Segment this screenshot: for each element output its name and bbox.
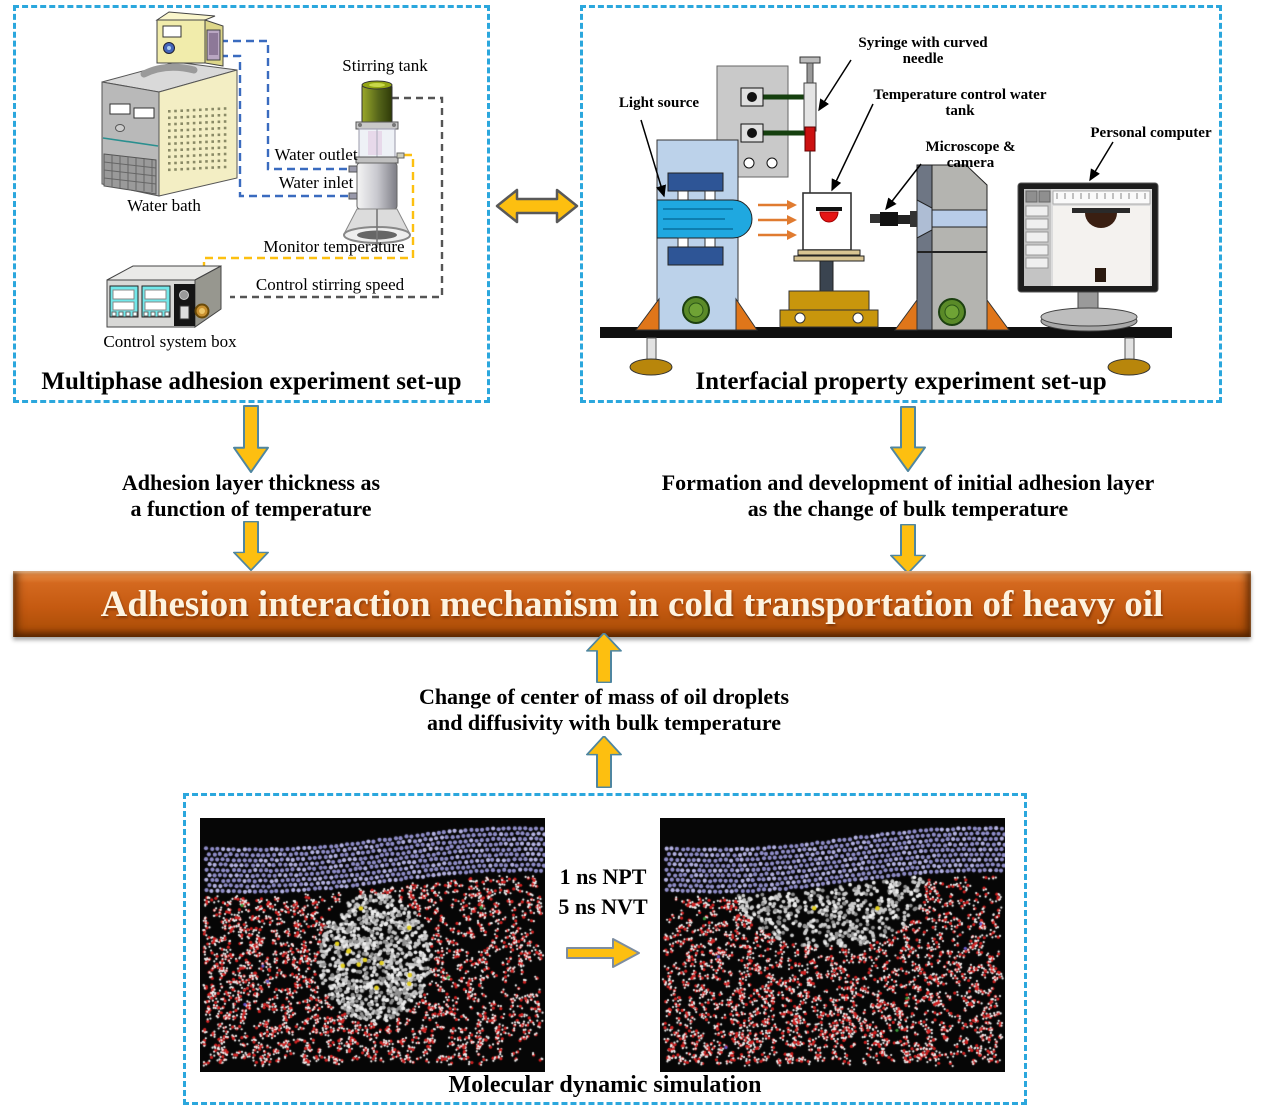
down-arrow-icon (890, 524, 926, 574)
left-outcome-line1: Adhesion layer thickness as (121, 470, 381, 495)
syringe-label: Syringe with curved needle (858, 35, 988, 67)
water-outlet-label: Water outlet (274, 145, 358, 164)
up-arrow-icon (586, 736, 622, 788)
banner-title: Adhesion interaction mechanism in cold t… (100, 583, 1164, 625)
panel-interfacial: Light source Syringe with curved needle … (580, 5, 1222, 403)
control-system-box-label: Control system box (103, 332, 237, 351)
water-inlet-label: Water inlet (278, 173, 354, 192)
table-illustration (600, 327, 1172, 376)
microscope-illustration (870, 164, 1010, 331)
water-bath-label: Water bath (127, 196, 201, 215)
double-arrow-icon (495, 188, 579, 224)
light-rays-icon (758, 200, 797, 240)
bottom-outcome-line2: and diffusivity with bulk temperature (426, 710, 782, 735)
bottom-outcome-text: Change of center of mass of oil droplets… (394, 684, 814, 736)
md-step-nvt: 5 ns NVT (558, 894, 648, 919)
syringe-illustration (799, 56, 840, 227)
md-step-npt: 1 ns NPT (559, 864, 647, 889)
stirring-tank-illustration (343, 80, 411, 248)
water-tank-label: Temperature control water tank (873, 87, 1047, 119)
monitor-temperature-label: Monitor temperature (263, 237, 405, 256)
bottom-outcome-line1: Change of center of mass of oil droplets (418, 684, 790, 709)
left-outcome-text: Adhesion layer thickness as a function o… (41, 470, 461, 522)
multiphase-equipment-illustration (101, 11, 444, 328)
computer-illustration (1017, 182, 1159, 332)
light-source-illustration (635, 139, 758, 331)
microscope-label: Microscope & camera (925, 139, 1016, 171)
control-stirring-speed-label: Control stirring speed (255, 275, 405, 294)
right-outcome-line2: as the change of bulk temperature (747, 496, 1069, 521)
interfacial-panel-title: Interfacial property experiment set-up (695, 368, 1107, 395)
light-source-label: Light source (618, 95, 700, 111)
panel-multiphase: Water bath Stirring tank Water outlet Wa… (13, 5, 490, 403)
md-panel-title: Molecular dynamic simulation (448, 1072, 762, 1098)
right-outcome-line1: Formation and development of initial adh… (661, 470, 1155, 495)
banner: Adhesion interaction mechanism in cold t… (13, 571, 1251, 637)
left-outcome-line2: a function of temperature (130, 496, 372, 521)
connector-lines (202, 39, 444, 299)
md-steps-text: 1 ns NPT 5 ns NVT (533, 862, 673, 922)
panel-md: 1 ns NPT 5 ns NVT Molecular dynamic simu… (183, 793, 1027, 1105)
water-tank-illustration (779, 192, 879, 328)
control-system-box-illustration (106, 265, 222, 328)
md-final-snapshot (660, 818, 1005, 1072)
right-arrow-icon (566, 938, 640, 968)
vent-dots (168, 107, 227, 172)
md-initial-snapshot (200, 818, 545, 1072)
computer-label: Personal computer (1090, 125, 1212, 141)
down-arrow-icon (890, 406, 926, 472)
right-outcome-text: Formation and development of initial adh… (618, 470, 1198, 522)
multiphase-panel-title: Multiphase adhesion experiment set-up (41, 368, 462, 395)
down-arrow-icon (233, 405, 269, 473)
leader-lines (640, 59, 1114, 211)
down-arrow-icon (233, 521, 269, 571)
water-bath-illustration (101, 11, 238, 197)
up-arrow-icon (586, 633, 622, 683)
interfacial-equipment-illustration (600, 56, 1172, 376)
stirring-tank-label: Stirring tank (342, 56, 428, 75)
